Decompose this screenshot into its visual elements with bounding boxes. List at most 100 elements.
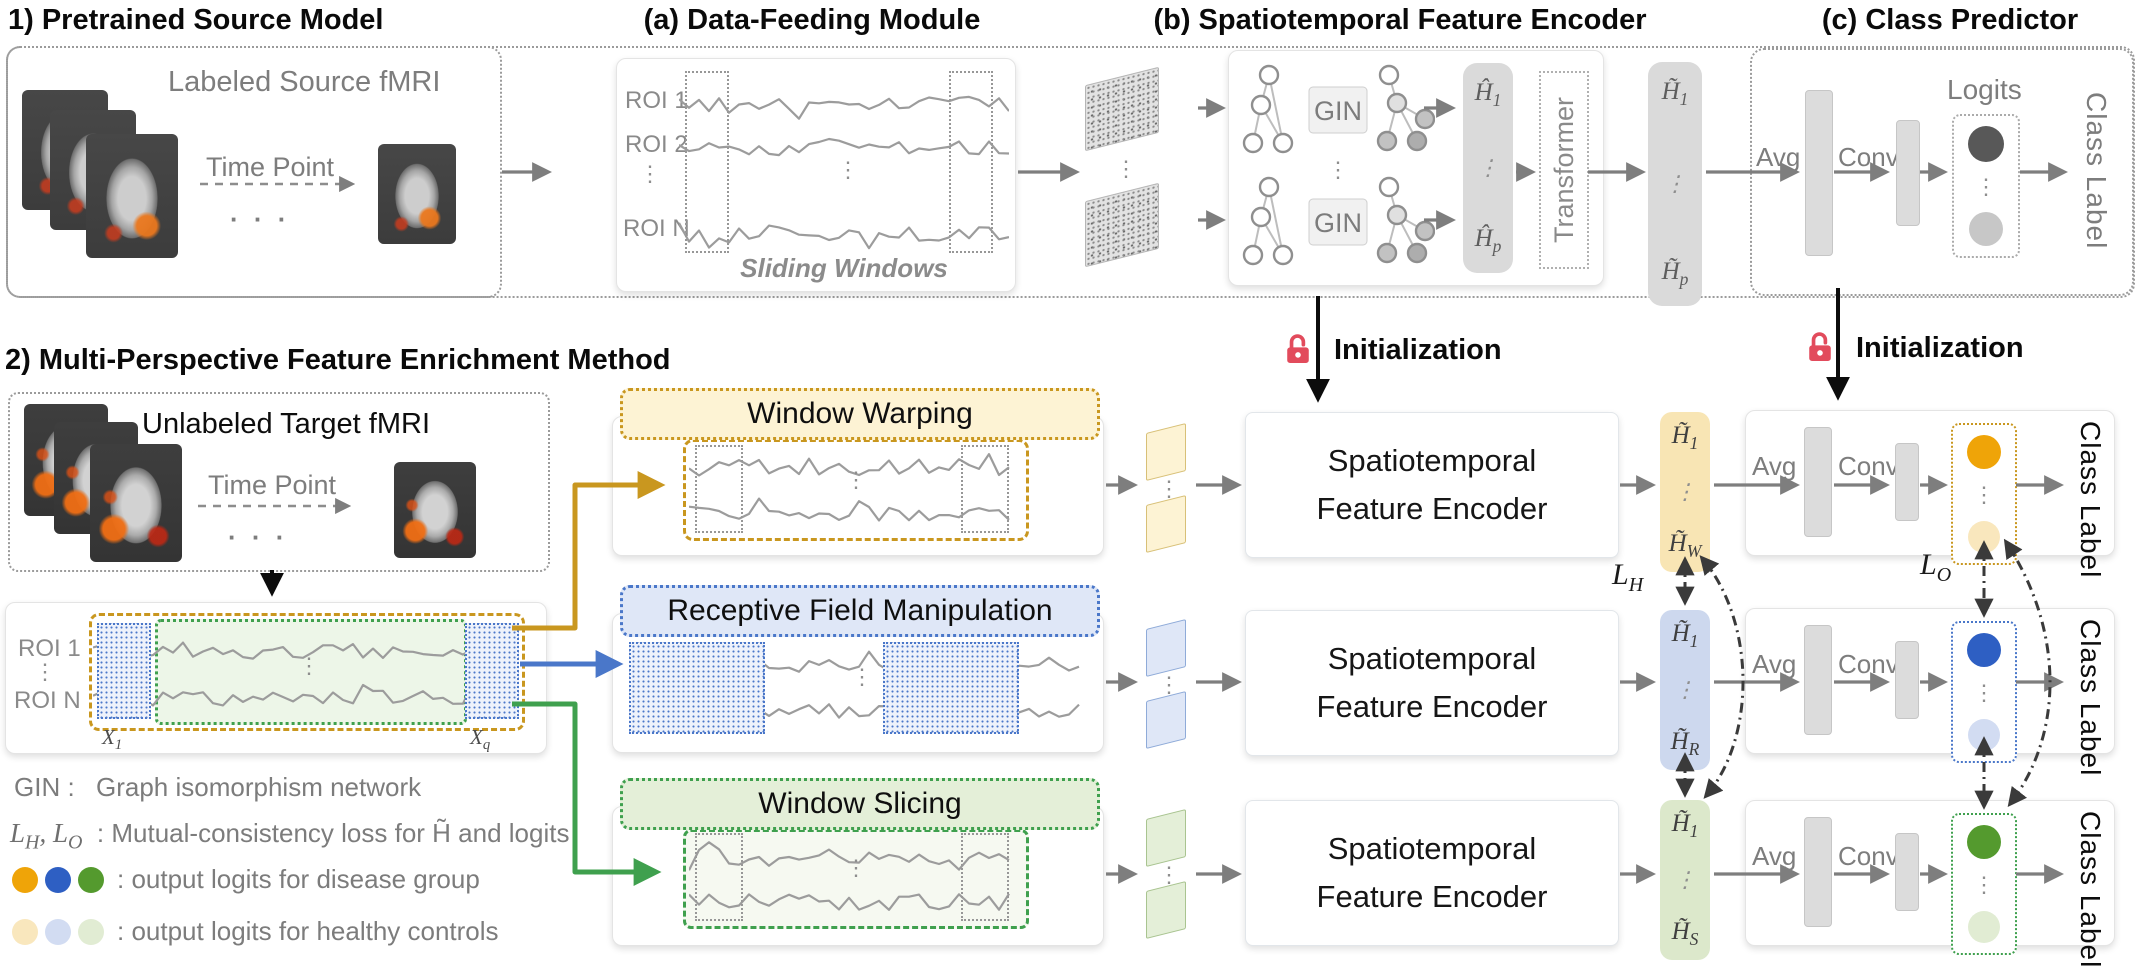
vdots: ⋮ xyxy=(1674,867,1696,892)
avg-feature-bar xyxy=(1805,90,1833,256)
legend-disease-def: : output logits for disease group xyxy=(117,864,480,894)
avg-label: Avg xyxy=(1756,142,1801,172)
disease-dot-blue xyxy=(45,866,71,893)
logit-dot-disease xyxy=(1968,126,2004,162)
logits-node-box: ⋮ xyxy=(1952,114,2020,258)
roi-1-label: ROI 1 xyxy=(18,635,81,662)
h-tilde-pill-receptive: H̃1 ⋮ H̃R xyxy=(1660,610,1710,770)
section2-title: 2) Multi-Perspective Feature Enrichment … xyxy=(5,344,671,376)
transformer-box: Transformer xyxy=(1539,71,1589,269)
signal-vdots: ⋮ xyxy=(845,855,867,880)
signal-vdots: ⋮ xyxy=(851,664,873,689)
h-tilde-1: H̃1 xyxy=(1671,422,1699,453)
gin-unit: GIN xyxy=(1242,64,1435,154)
logit-dot-disease xyxy=(1967,435,2001,469)
section1-title: 1) Pretrained Source Model xyxy=(8,4,384,36)
signal-vdots: ⋮ xyxy=(845,467,867,492)
roi-2-label: ROI 2 xyxy=(625,131,688,158)
matrix-sheet-receptive xyxy=(1146,619,1186,677)
healthy-dot-blue xyxy=(45,918,71,945)
conv-feature-bar xyxy=(1896,120,1920,226)
encoder-box-warping: Spatiotemporal Feature Encoder xyxy=(1245,412,1619,558)
unlabeled-target-box: Unlabeled Target fMRI Time Point · · · xyxy=(8,392,550,572)
gin-vdots: ⋮ xyxy=(1327,157,1349,182)
window-slicing-pill: Window Slicing xyxy=(620,778,1100,830)
matrix-sheet-warping xyxy=(1146,423,1186,481)
avg-label: Avg xyxy=(1752,649,1797,679)
receptive-field-left xyxy=(629,642,765,734)
logits-node-box: ⋮ xyxy=(1951,813,2017,955)
class-label: Class Label xyxy=(2075,619,2106,777)
roi-1-label: ROI 1 xyxy=(625,87,688,114)
healthy-dot-green xyxy=(78,918,104,945)
legend-healthy-def: : output logits for healthy controls xyxy=(117,916,499,946)
logit-vdots: ⋮ xyxy=(1975,174,1997,199)
unlock-icon xyxy=(1287,334,1309,363)
legend-healthy-row: : output logits for healthy controls xyxy=(12,916,499,947)
encoder-card: GIN ⋮ GIN Ĥ1 ⋮ Ĥp Transformer xyxy=(1228,50,1604,286)
matrix-sheet-slicing xyxy=(1146,881,1186,939)
encoder-box-receptive: Spatiotemporal Feature Encoder xyxy=(1245,610,1619,756)
legend-loss-row: LH, LO : Mutual-consistency loss for H̃ … xyxy=(10,818,569,854)
conv-feature-bar xyxy=(1895,443,1919,521)
avg-label: Avg xyxy=(1752,451,1797,481)
signal-waveform xyxy=(679,222,1009,250)
window-right xyxy=(961,833,1009,921)
transformer-label: Transformer xyxy=(1548,96,1579,244)
warping-signal-frame xyxy=(683,439,1029,541)
sheet-vdots: ⋮ xyxy=(1158,672,1180,697)
brain-image xyxy=(394,462,476,558)
h-tilde-pill-top: H̃1 ⋮ H̃p xyxy=(1648,62,1702,306)
signal-vdots: ⋮ xyxy=(837,157,859,182)
logit-vdots: ⋮ xyxy=(1973,680,1995,705)
sliding-window-right xyxy=(949,71,993,253)
module-c-title: (c) Class Predictor xyxy=(1821,4,2079,36)
brain-image xyxy=(86,134,178,258)
matrix-sheet-warping xyxy=(1146,495,1186,553)
h-hat-p: Ĥp xyxy=(1474,225,1502,256)
legend-loss-term: LH, LO xyxy=(10,818,83,854)
window-warping-pill: Window Warping xyxy=(620,388,1100,440)
class-label: Class Label xyxy=(2075,811,2106,968)
slicing-region xyxy=(155,619,467,725)
labeled-source-box: Labeled Source fMRI Time Point · · · xyxy=(6,46,502,298)
gin-unit: GIN xyxy=(1242,176,1435,266)
signal-waveform xyxy=(679,137,1009,157)
matrix-sheet-receptive xyxy=(1146,691,1186,749)
logits-node-box: ⋮ xyxy=(1951,423,2017,565)
gin-label: GIN xyxy=(1314,208,1362,238)
signal-waveform xyxy=(93,640,514,660)
roi-signals xyxy=(93,640,514,707)
h-tilde-r: H̃R xyxy=(1670,728,1700,759)
predictor-card-slicing: Avg Conv ⋮ Class Label xyxy=(1745,800,2115,968)
class-label: Class Label xyxy=(2075,421,2106,579)
encoder-line1: Spatiotemporal xyxy=(1327,830,1537,866)
time-point-label: Time Point xyxy=(206,152,335,182)
logit-dot-healthy xyxy=(1969,212,2003,246)
window-left xyxy=(695,445,743,533)
signal-waveform xyxy=(679,95,1009,120)
logit-dot-disease xyxy=(1967,825,2001,859)
window-left xyxy=(695,833,743,921)
class-predictor-box: Logits Avg Conv ⋮ Class Label xyxy=(1750,48,2134,296)
sliding-window-left xyxy=(685,71,729,253)
initialization-label: Initialization xyxy=(1334,334,1502,366)
encoder-line2: Feature Encoder xyxy=(1316,689,1548,724)
graph-nodes xyxy=(1242,64,1435,154)
ellipsis: · · · xyxy=(228,522,289,552)
h-tilde-s: H̃S xyxy=(1671,918,1699,949)
matrix-vdots: ⋮ xyxy=(1115,156,1137,181)
target-title: Unlabeled Target fMRI xyxy=(142,408,431,440)
encoder-line2: Feature Encoder xyxy=(1316,879,1548,914)
conv-label: Conv xyxy=(1838,451,1899,481)
vdots: ⋮ xyxy=(1674,479,1696,504)
roi-n-label: ROI N xyxy=(14,687,81,714)
avg-feature-bar xyxy=(1804,817,1832,927)
target-roi-card: ROI 1 ⋮ ROI N ⋮ X1 Xq xyxy=(5,602,547,754)
source-title: Labeled Source fMRI xyxy=(168,66,441,98)
sheet-vdots: ⋮ xyxy=(1158,476,1180,501)
x1-label: X1 xyxy=(102,725,123,754)
module-b-title: (b) Spatiotemporal Feature Encoder xyxy=(1153,4,1647,36)
logit-vdots: ⋮ xyxy=(1973,872,1995,897)
vdots: ⋮ xyxy=(1674,677,1696,702)
